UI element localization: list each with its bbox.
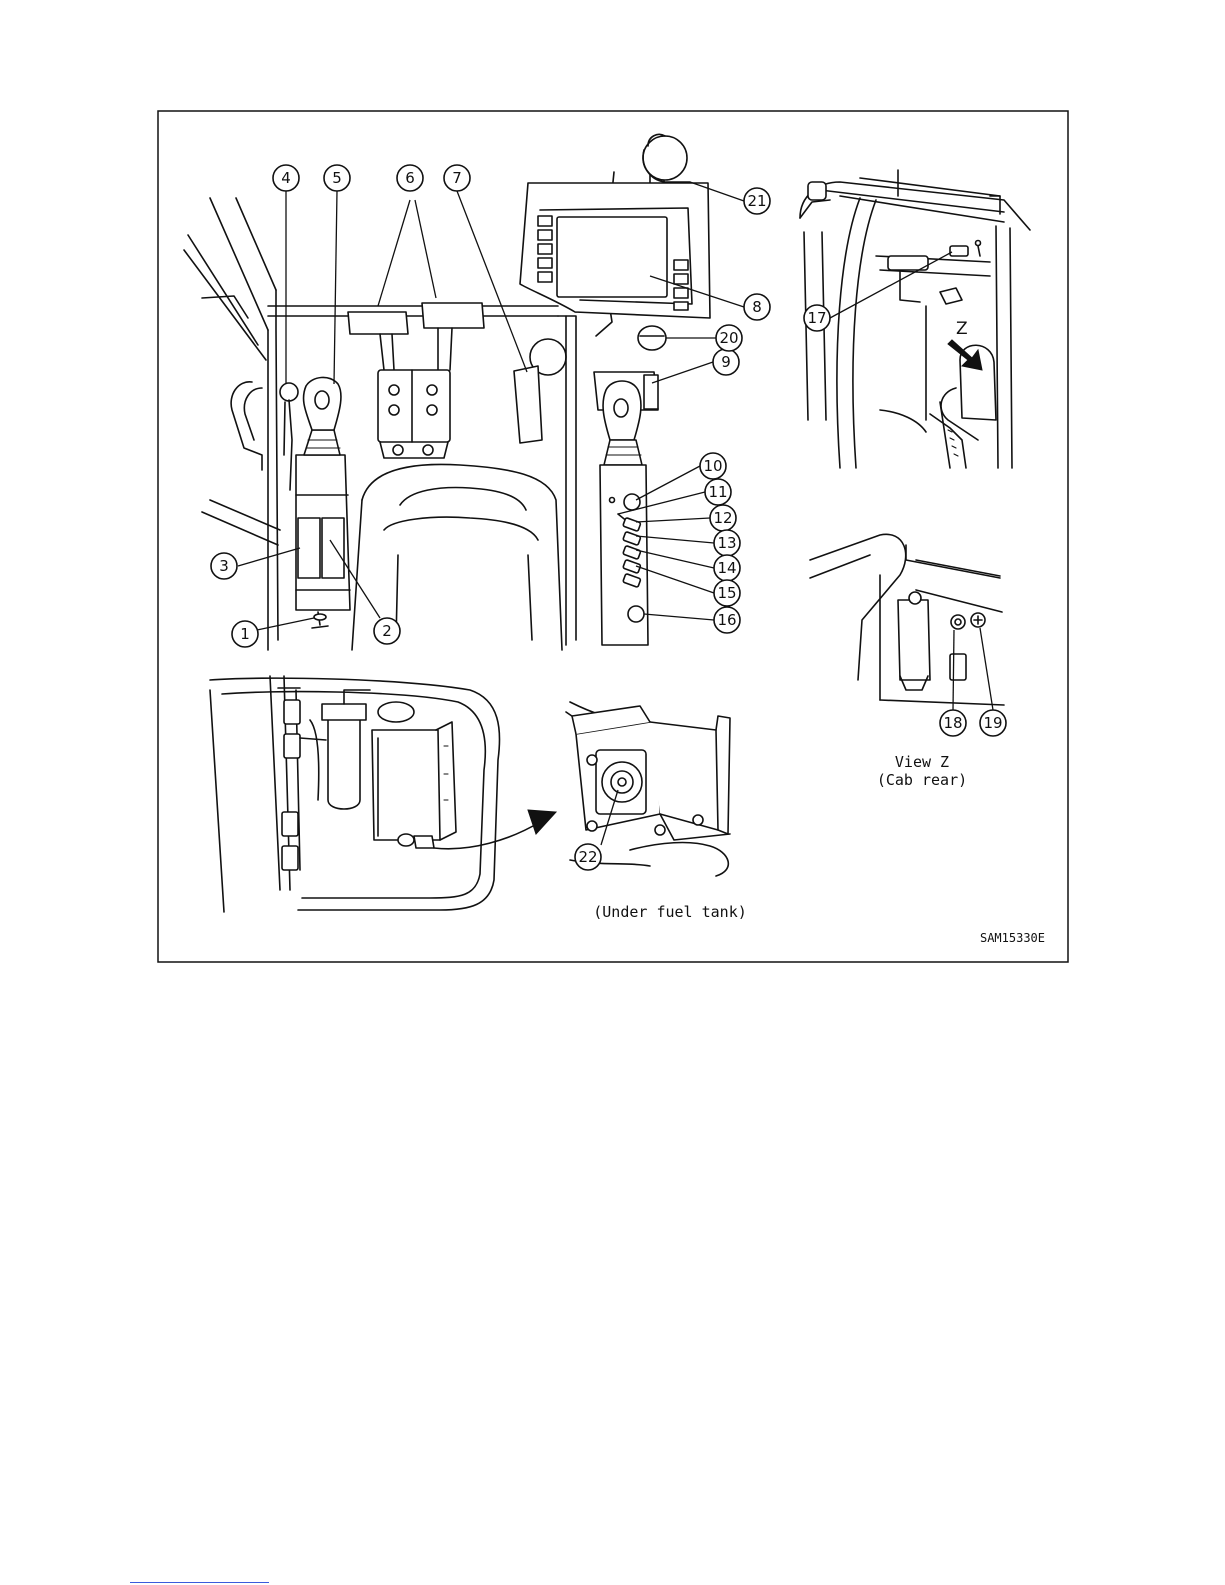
- svg-text:17: 17: [807, 309, 826, 327]
- svg-text:18: 18: [943, 714, 962, 732]
- callout-4: 4: [273, 165, 299, 191]
- callout-17: 17: [804, 305, 830, 331]
- callout-22: 22: [575, 844, 601, 870]
- svg-text:3: 3: [219, 557, 229, 575]
- callout-14: 14: [714, 555, 740, 581]
- callout-11: 11: [705, 479, 731, 505]
- svg-text:12: 12: [713, 509, 732, 527]
- callout-15: 15: [714, 580, 740, 606]
- callout-1: 1: [232, 621, 258, 647]
- callout-8: 8: [744, 294, 770, 320]
- callout-18: 18: [940, 710, 966, 736]
- callout-6: 6: [397, 165, 423, 191]
- svg-text:20: 20: [719, 329, 738, 347]
- callout-19: 19: [980, 710, 1006, 736]
- svg-text:21: 21: [747, 192, 766, 210]
- callout-13: 13: [714, 530, 740, 556]
- svg-text:19: 19: [983, 714, 1002, 732]
- view-z-caption: View Z: [895, 753, 949, 771]
- svg-text:22: 22: [578, 848, 597, 866]
- figure-code: SAM15330E: [980, 931, 1045, 945]
- svg-text:1: 1: [240, 625, 250, 643]
- callout-10: 10: [700, 453, 726, 479]
- callout-21: 21: [744, 188, 770, 214]
- svg-text:11: 11: [708, 483, 727, 501]
- svg-text:6: 6: [405, 169, 415, 187]
- svg-text:5: 5: [332, 169, 342, 187]
- svg-text:13: 13: [717, 534, 736, 552]
- svg-text:15: 15: [717, 584, 736, 602]
- under-fuel-tank-caption: (Under fuel tank): [593, 903, 747, 921]
- callout-16: 16: [714, 607, 740, 633]
- view-z-arrow-letter: Z: [956, 319, 968, 339]
- callout-2: 2: [374, 618, 400, 644]
- svg-text:4: 4: [281, 169, 291, 187]
- view-z-subcaption: (Cab rear): [877, 771, 967, 789]
- callout-9: 9: [713, 349, 739, 375]
- svg-text:7: 7: [452, 169, 462, 187]
- callout-12: 12: [710, 505, 736, 531]
- machine-monitor: [520, 183, 710, 318]
- footer-rule: [130, 1582, 269, 1583]
- svg-text:10: 10: [703, 457, 722, 475]
- svg-text:2: 2: [382, 622, 392, 640]
- svg-text:14: 14: [717, 559, 736, 577]
- callout-3: 3: [211, 553, 237, 579]
- callout-20: 20: [716, 325, 742, 351]
- svg-text:16: 16: [717, 611, 736, 629]
- svg-text:8: 8: [752, 298, 762, 316]
- svg-text:9: 9: [721, 353, 731, 371]
- callout-5: 5: [324, 165, 350, 191]
- callout-7: 7: [444, 165, 470, 191]
